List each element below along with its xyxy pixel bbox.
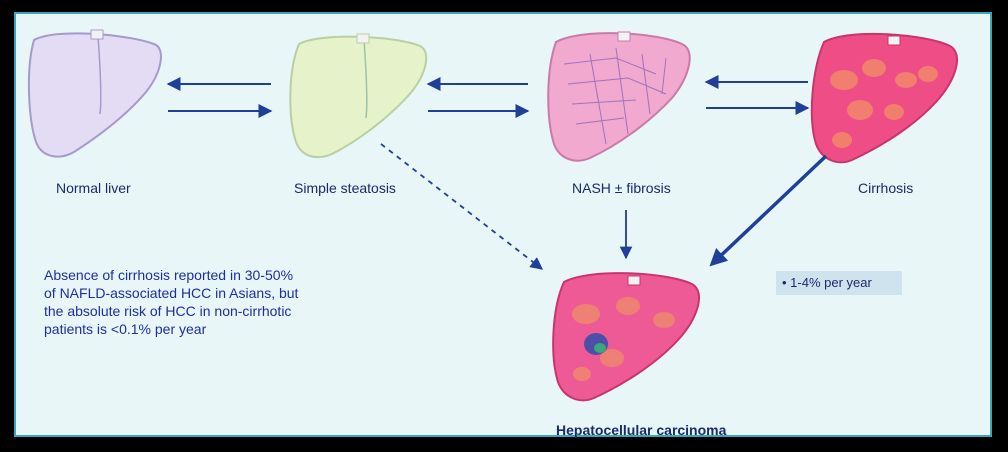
nash-liver-illustration [547,31,691,162]
diagram-panel: Normal liver Simple steatosis NASH ± fib… [14,12,992,438]
arrow-cirrhosis-to-hcc [709,154,828,267]
dashed-arrow-steatosis-to-hcc [380,143,543,270]
arrows-steatosis-nash [426,77,530,118]
arrows-normal-steatosis [166,77,273,118]
cirrhosis-label: Cirrhosis [858,180,914,196]
hcc-label: Hepatocellular carcinoma [556,422,727,438]
non-cirrhotic-risk-note: Absence of cirrhosis reported in 30-50% … [44,266,314,338]
note-line: of NAFLD-associated HCC in Asians, but [44,285,299,301]
cirrhosis-liver-illustration [810,32,959,164]
normal-liver-label: Normal liver [56,180,131,196]
note-line: patients is <0.1% per year [44,321,207,337]
normal-liver-illustration [27,29,162,158]
note-line: Absence of cirrhosis reported in 30-50% [44,267,294,283]
hcc-liver-illustration [552,272,701,402]
annual-risk-box: • 1-4% per year [776,271,902,295]
diagram-canvas [27,29,959,402]
arrows-nash-cirrhosis [704,75,810,115]
nash-label: NASH ± fibrosis [572,180,671,196]
steatosis-label: Simple steatosis [294,180,396,196]
note-line: the absolute risk of HCC in non-cirrhoti… [44,303,292,319]
steatosis-liver-illustration [289,33,428,159]
